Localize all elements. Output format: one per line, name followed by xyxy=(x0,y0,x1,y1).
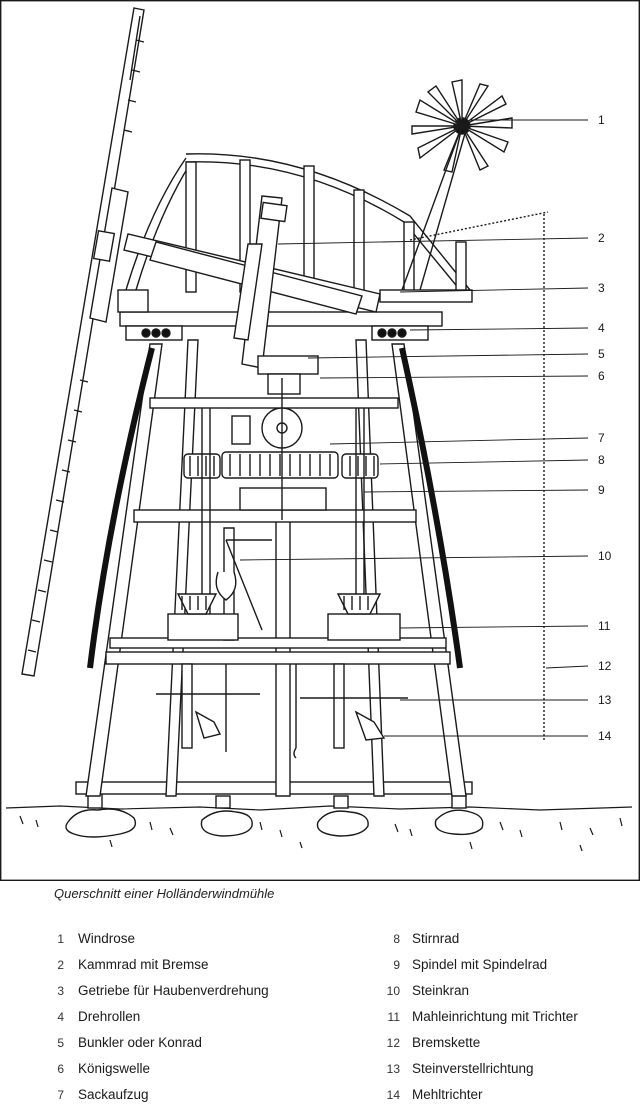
figure-caption: Querschnitt einer Holländerwindmühle xyxy=(54,886,275,901)
legend-number: 11 xyxy=(387,1010,400,1024)
legend-number: 2 xyxy=(57,958,64,972)
legend-number: 3 xyxy=(57,984,64,998)
legend-number: 4 xyxy=(57,1010,64,1024)
callout-number-12: 12 xyxy=(598,659,612,673)
legend-item: 5 Bunkler oder Konrad xyxy=(40,1034,340,1060)
legend-item: 4 Drehrollen xyxy=(40,1008,340,1034)
legend-item: 12 Bremskette xyxy=(382,1034,640,1060)
floors xyxy=(105,397,451,665)
sail-blade xyxy=(21,7,145,677)
base-beams xyxy=(75,781,473,795)
legend-label: Getriebe für Haubenverdrehung xyxy=(78,983,269,998)
legend-label: Steinverstellrichtung xyxy=(412,1061,534,1076)
windrose xyxy=(401,79,513,291)
legend-label: Mehltrichter xyxy=(412,1087,483,1102)
legend-item: 14 Mehltrichter xyxy=(382,1086,640,1112)
callout-number-2: 2 xyxy=(598,231,605,245)
stone-adjusters xyxy=(156,663,408,759)
callout-number-9: 9 xyxy=(598,483,605,497)
legend-label: Mahleinrichtung mit Trichter xyxy=(412,1009,578,1024)
legend-number: 9 xyxy=(393,958,400,972)
callout-leaders xyxy=(239,119,589,737)
callout-number-11: 11 xyxy=(598,619,611,633)
legend-item: 13 Steinverstellrichtung xyxy=(382,1060,640,1086)
legend-number: 7 xyxy=(57,1088,64,1102)
legend-number: 1 xyxy=(57,932,64,946)
callout-number-14: 14 xyxy=(598,729,612,743)
legend-item: 7 Sackaufzug xyxy=(40,1086,340,1112)
legend-item: 11 Mahleinrichtung mit Trichter xyxy=(382,1008,640,1034)
legend-number: 8 xyxy=(393,932,400,946)
figure-border xyxy=(0,0,640,881)
sack-hoist xyxy=(231,407,303,449)
callout-number-7: 7 xyxy=(598,431,605,445)
legend-label: Drehrollen xyxy=(78,1009,141,1024)
callout-number-13: 13 xyxy=(598,693,612,707)
legend-number: 10 xyxy=(386,984,400,998)
cap-hood xyxy=(117,153,473,341)
callout-number-5: 5 xyxy=(598,347,605,361)
legend-label: Bremskette xyxy=(412,1035,481,1050)
legend-label: Windrose xyxy=(78,931,136,946)
brake-chain xyxy=(409,211,549,740)
legend-number: 14 xyxy=(386,1088,400,1102)
legend-label: Steinkran xyxy=(412,983,470,998)
legend-label: Stirnrad xyxy=(412,931,460,946)
legend-item: 1 Windrose xyxy=(40,930,340,956)
callout-number-4: 4 xyxy=(598,321,605,335)
cap-rollers xyxy=(141,328,407,338)
callout-number-10: 10 xyxy=(598,549,612,563)
legend-number: 12 xyxy=(386,1036,400,1050)
legend-item: 10 Steinkran xyxy=(382,982,640,1008)
legend-label: Kammrad mit Bremse xyxy=(78,957,209,972)
spur-wheel xyxy=(183,451,379,511)
millstones xyxy=(167,593,401,641)
legend-item: 8 Stirnrad xyxy=(382,930,640,956)
legend-label: Königswelle xyxy=(78,1061,151,1076)
kammrad-wheel xyxy=(233,195,288,369)
legend-label: Sackaufzug xyxy=(78,1087,149,1102)
legend-item: 9 Spindel mit Spindelrad xyxy=(382,956,640,982)
stone-crane xyxy=(215,527,272,641)
legend-item: 2 Kammrad mit Bremse xyxy=(40,956,340,982)
legend-number: 13 xyxy=(386,1062,400,1076)
legend-number: 5 xyxy=(57,1036,64,1050)
callout-number-1: 1 xyxy=(598,113,605,127)
callout-number-8: 8 xyxy=(598,453,605,467)
foundation-stones xyxy=(65,808,484,838)
legend-number: 6 xyxy=(57,1062,64,1076)
foundation-blocks xyxy=(87,793,467,809)
legend-item: 3 Getriebe für Haubenverdrehung xyxy=(40,982,340,1008)
legend-label: Spindel mit Spindelrad xyxy=(412,957,548,972)
legend-left-column: 1 Windrose 2 Kammrad mit Bremse 3 Getriebe … xyxy=(40,930,340,1112)
legend-label: Bunkler oder Konrad xyxy=(78,1035,202,1050)
cladding xyxy=(87,347,463,669)
callout-number-6: 6 xyxy=(598,369,605,383)
callout-number-3: 3 xyxy=(598,281,605,295)
bunkler xyxy=(257,355,319,395)
legend-item: 6 Königswelle xyxy=(40,1060,340,1086)
